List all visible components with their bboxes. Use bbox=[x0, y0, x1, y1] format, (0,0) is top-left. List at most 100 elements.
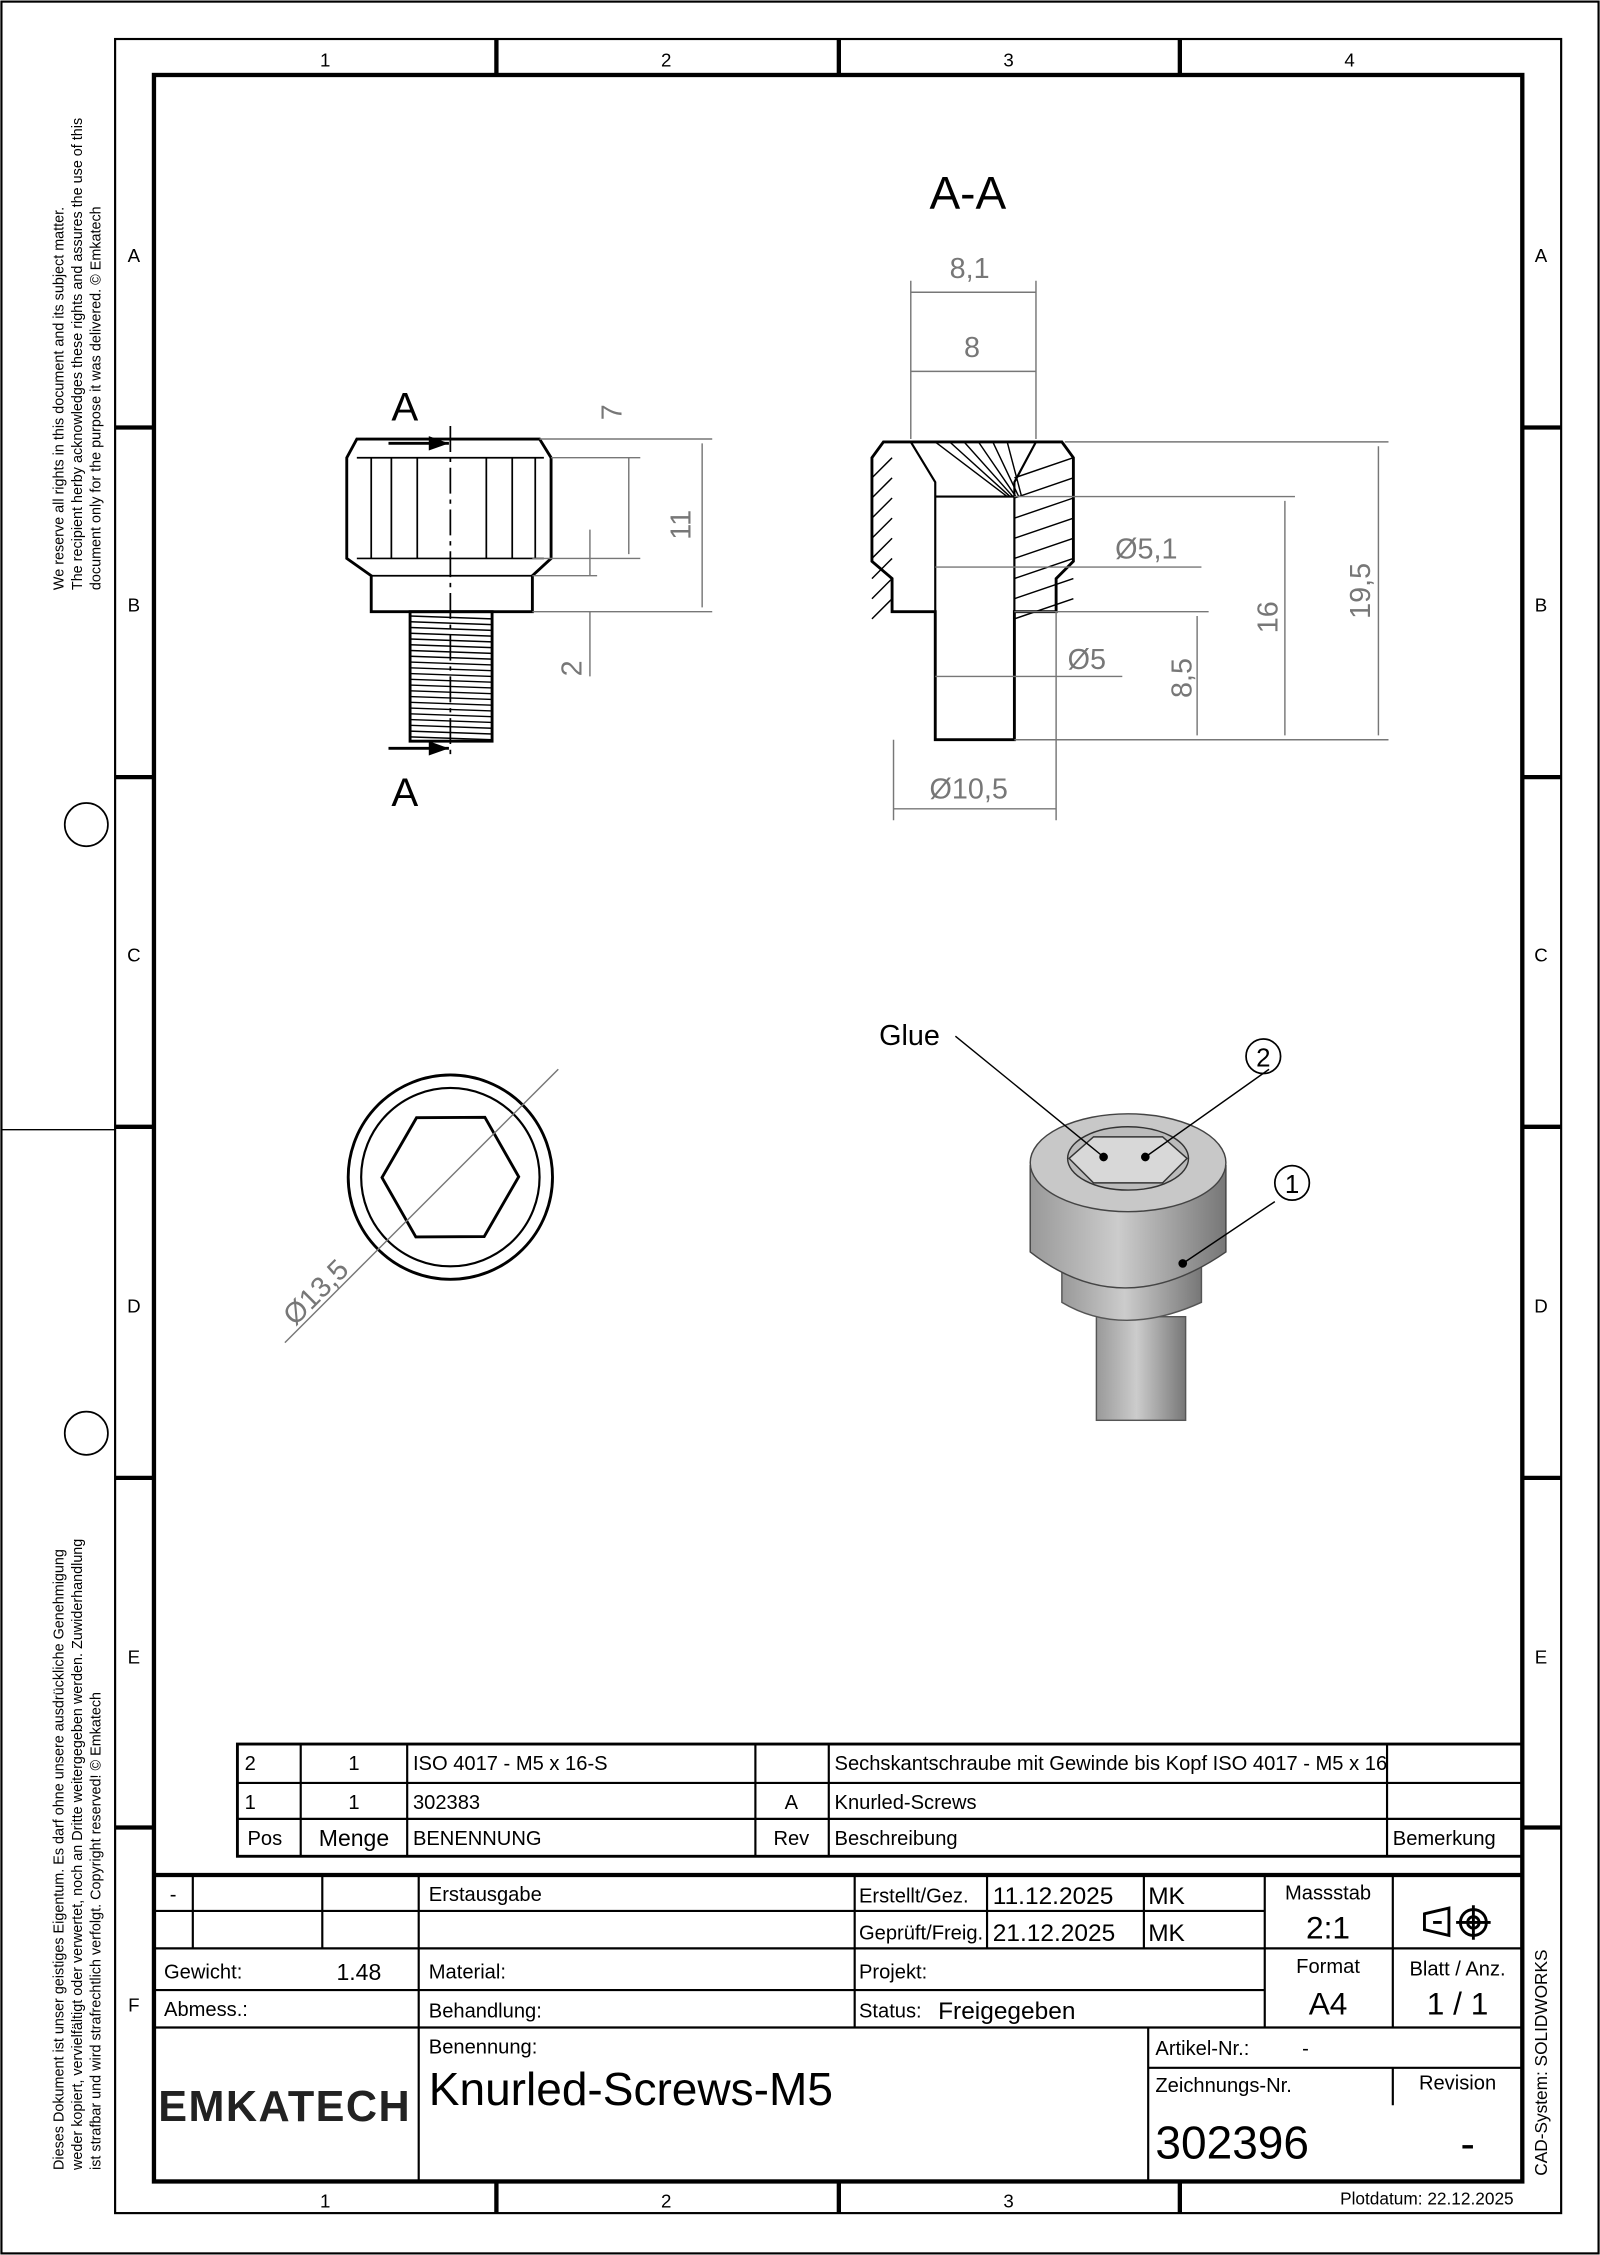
hatch-line bbox=[871, 537, 893, 559]
hatch-line bbox=[1014, 557, 1074, 580]
section-title: A-A bbox=[929, 167, 1006, 219]
copyright-notice-en: We reserve all rights in this document a… bbox=[51, 118, 104, 590]
hatch-line bbox=[1014, 457, 1074, 479]
svg-text:Blatt / Anz.: Blatt / Anz. bbox=[1409, 1959, 1505, 1981]
svg-text:E: E bbox=[128, 1646, 140, 1667]
svg-text:D: D bbox=[1534, 1295, 1547, 1316]
bom-table: 2 1 ISO 4017 - M5 x 16-S Sechskantschraube … bbox=[235, 1742, 1524, 1858]
svg-text:1: 1 bbox=[320, 49, 330, 70]
dim-8-5: 8,5 bbox=[1166, 658, 1198, 698]
svg-text:MK: MK bbox=[1148, 1920, 1185, 1947]
svg-text:BENENNUNG: BENENNUNG bbox=[413, 1828, 542, 1850]
svg-text:Abmess.:: Abmess.: bbox=[164, 1999, 248, 2021]
thread-line bbox=[410, 672, 493, 678]
section-view-a-a: A-A 8,1 8 Ø5,1 Ø5 8,5 16 19,5 Ø10,5 bbox=[870, 167, 1389, 821]
svg-text:B: B bbox=[1535, 595, 1547, 616]
svg-text:MK: MK bbox=[1148, 1883, 1185, 1910]
svg-text:Format: Format bbox=[1296, 1956, 1360, 1978]
svg-text:ISO 4017 - M5 x 16-S: ISO 4017 - M5 x 16-S bbox=[413, 1753, 608, 1775]
hatch-line bbox=[1014, 598, 1074, 620]
dim-11: 11 bbox=[666, 510, 698, 540]
dim-7: 7 bbox=[597, 404, 629, 420]
svg-text:Massstab: Massstab bbox=[1285, 1882, 1371, 1904]
dim-16: 16 bbox=[1253, 601, 1285, 633]
glue-note: Glue bbox=[879, 1020, 940, 1052]
top-view: Ø13,5 bbox=[277, 1068, 559, 1344]
svg-text:-: - bbox=[1460, 2120, 1474, 2168]
side-view: A A 7 11 2 bbox=[345, 384, 713, 815]
svg-text:302383: 302383 bbox=[413, 1792, 480, 1814]
svg-text:Menge: Menge bbox=[319, 1825, 389, 1851]
svg-text:Zeichnungs-Nr.: Zeichnungs-Nr. bbox=[1155, 2075, 1291, 2097]
hatch-line bbox=[992, 441, 1020, 497]
punch-hole-mark bbox=[63, 802, 109, 848]
punch-hole-mark bbox=[63, 1410, 109, 1456]
dim-dia-5-1: Ø5,1 bbox=[1115, 533, 1177, 565]
company-logo: EMKATECH bbox=[158, 2083, 411, 2131]
isometric-view: Glue 2 1 bbox=[879, 1020, 1311, 1422]
hatch-line bbox=[1014, 577, 1074, 600]
hatch-line bbox=[871, 517, 893, 539]
svg-text:Erstausgabe: Erstausgabe bbox=[429, 1884, 542, 1906]
hatch-line bbox=[949, 441, 1011, 498]
dim-8-1: 8,1 bbox=[950, 253, 990, 285]
svg-text:2: 2 bbox=[245, 1753, 256, 1775]
cad-system: CAD-System: SOLIDWORKS bbox=[1531, 1949, 1551, 2175]
svg-text:Knurled-Screws: Knurled-Screws bbox=[835, 1792, 977, 1814]
svg-text:1: 1 bbox=[348, 1792, 359, 1814]
svg-text:We reserve all rights in this: We reserve all rights in this document a… bbox=[51, 207, 67, 590]
balloon-1 bbox=[1273, 1164, 1311, 1202]
thread-line bbox=[410, 701, 493, 706]
title-block: - Erstausgabe Erstellt/Gez. 11.12.2025 M… bbox=[153, 1872, 1551, 2208]
hatch-line bbox=[1014, 497, 1074, 519]
svg-text:B: B bbox=[128, 595, 140, 616]
dim-dia-13-5: Ø13,5 bbox=[277, 1254, 355, 1332]
svg-text:-: - bbox=[170, 1884, 177, 1906]
svg-text:Dieses Dokument ist unser geis: Dieses Dokument ist unser geistiges Eige… bbox=[51, 1549, 67, 2170]
hatch-line bbox=[1014, 517, 1074, 539]
svg-text:A: A bbox=[1535, 245, 1548, 266]
svg-text:Gewicht:: Gewicht: bbox=[164, 1962, 242, 1984]
dim-dia-5: Ø5 bbox=[1068, 644, 1106, 676]
svg-text:F: F bbox=[128, 1995, 139, 2016]
hatch-line bbox=[871, 457, 893, 479]
svg-text:3: 3 bbox=[1003, 2190, 1013, 2211]
svg-text:2:1: 2:1 bbox=[1306, 1909, 1350, 1945]
svg-text:Plotdatum: 22.12.2025: Plotdatum: 22.12.2025 bbox=[1340, 2188, 1514, 2208]
hatch-line bbox=[934, 441, 1008, 498]
cut-label-bottom: A bbox=[391, 770, 418, 815]
svg-text:Beschreibung: Beschreibung bbox=[835, 1828, 958, 1850]
svg-text:ist strafbar und wird strafrec: ist strafbar und wird strafrechtlich ver… bbox=[89, 1692, 105, 2170]
thread-line bbox=[410, 713, 493, 718]
svg-text:Artikel-Nr.:: Artikel-Nr.: bbox=[1155, 2038, 1249, 2060]
svg-text:Projekt:: Projekt: bbox=[859, 1962, 927, 1984]
copyright-notice-de: Dieses Dokument ist unser geistiges Eige… bbox=[51, 1539, 104, 2171]
svg-text:2: 2 bbox=[661, 49, 671, 70]
hatch-line bbox=[871, 497, 893, 519]
svg-text:C: C bbox=[127, 944, 141, 965]
svg-text:A: A bbox=[128, 245, 141, 266]
svg-text:document only for the purpose: document only for the purpose it was del… bbox=[89, 206, 105, 590]
svg-text:Status:: Status: bbox=[859, 2000, 922, 2022]
hatch-line bbox=[1014, 477, 1074, 499]
svg-text:Geprüft/Freig.: Geprüft/Freig. bbox=[859, 1923, 983, 1945]
svg-text:2: 2 bbox=[1256, 1044, 1270, 1072]
svg-text:11.12.2025: 11.12.2025 bbox=[993, 1883, 1114, 1910]
svg-text:1: 1 bbox=[320, 2190, 330, 2211]
svg-text:Sechskantschraube mit Gewinde: Sechskantschraube mit Gewinde bis Kopf I… bbox=[835, 1753, 1388, 1775]
svg-text:1.48: 1.48 bbox=[336, 1959, 381, 1985]
cut-label-top: A bbox=[391, 384, 418, 429]
part-name: Knurled-Screws-M5 bbox=[429, 2063, 833, 2115]
svg-text:weder kopiert, vervielfältigt: weder kopiert, vervielfältigt oder verwe… bbox=[70, 1539, 86, 2171]
svg-text:The recipient herby acknowledg: The recipient herby acknowledges these r… bbox=[70, 118, 86, 590]
svg-text:Revision: Revision bbox=[1419, 2072, 1496, 2094]
svg-text:Rev: Rev bbox=[773, 1828, 809, 1850]
balloon-2 bbox=[1245, 1038, 1282, 1075]
hatch-line bbox=[963, 441, 1014, 498]
hatch-line bbox=[1006, 441, 1023, 497]
hatch-line bbox=[977, 441, 1017, 497]
svg-text:1 / 1: 1 / 1 bbox=[1427, 1986, 1489, 2022]
svg-text:1: 1 bbox=[245, 1792, 256, 1814]
